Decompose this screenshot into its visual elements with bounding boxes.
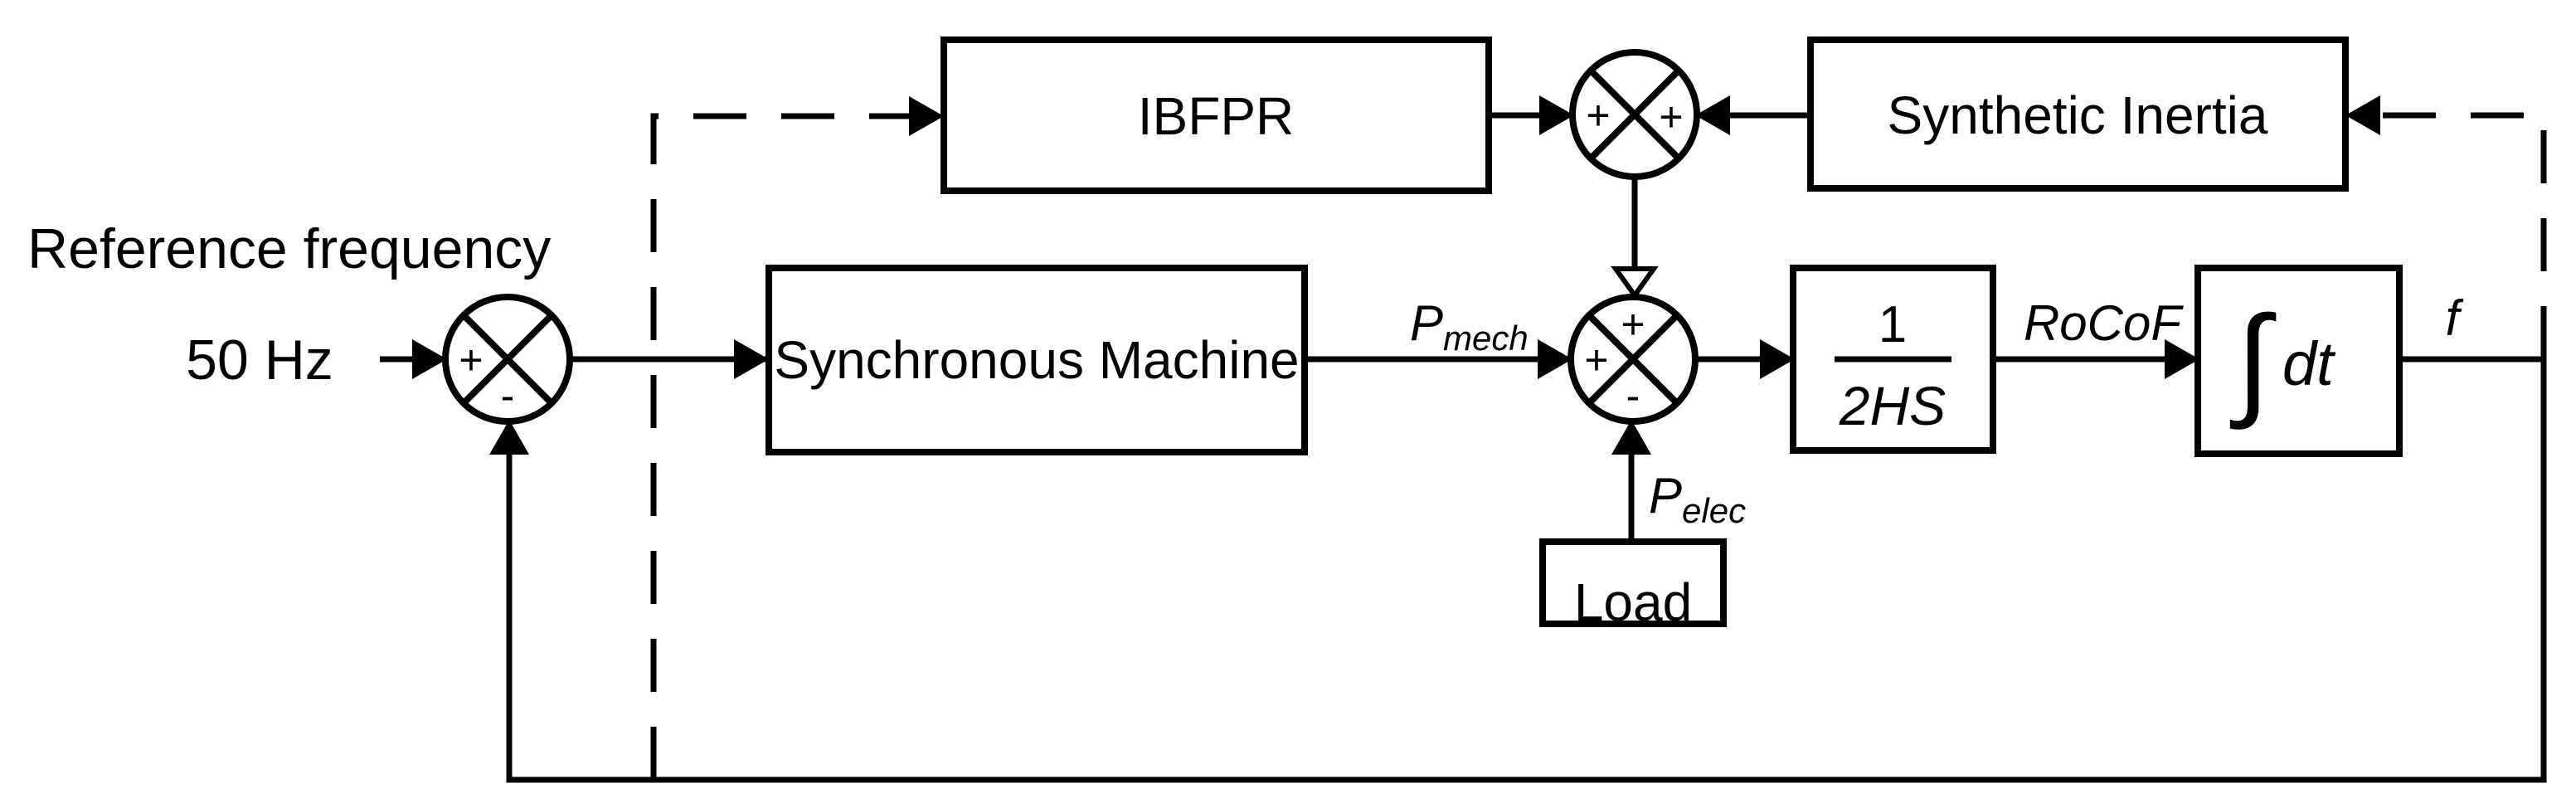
arrowhead-hollow-sum2-into-sum3-icon	[1611, 266, 1659, 300]
arrowhead-pmech-into-sum3-icon	[1538, 339, 1572, 379]
pelec-base: P	[1649, 468, 1682, 523]
arrowhead-into-sync-machine-icon	[734, 339, 769, 379]
synchronous-machine-block: Synchronous Machine	[766, 265, 1308, 455]
synchronous-machine-label: Synchronous Machine	[774, 330, 1299, 390]
integrator-block: ∫ dt	[2194, 265, 2403, 457]
arrowhead-into-sum1-icon	[412, 339, 447, 379]
inertia-gain-block: 1 2HS	[1790, 265, 1996, 454]
swing-sum-south-sign: -	[1626, 372, 1640, 419]
frequency-signal-label: f	[2446, 290, 2464, 346]
arrowhead-load-into-sum3-icon	[1611, 420, 1651, 455]
load-label: Load	[1574, 572, 1692, 632]
synthetic-inertia-block: Synthetic Inertia	[1807, 37, 2349, 192]
reserve-sum-west-sign: +	[1586, 92, 1610, 139]
arrowhead-into-gain-icon	[1760, 339, 1795, 379]
reference-sum-cross-icon	[461, 313, 554, 406]
arrowhead-dashed-into-synthetic-inertia-icon	[2345, 95, 2380, 135]
integrator-operand: dt	[2282, 329, 2336, 398]
arrowhead-dashed-into-ibfpr-icon	[909, 96, 944, 136]
wire-dashed-feedback-to-ibfpr	[650, 113, 914, 780]
arrowhead-ibfpr-into-sum2-icon	[1539, 95, 1574, 135]
ibfpr-block: IBFPR	[940, 37, 1492, 194]
swing-sum-junction: + + -	[1567, 294, 1699, 425]
ibfpr-label: IBFPR	[1138, 86, 1294, 146]
wire-main-feedback	[506, 359, 2547, 783]
pmech-signal-label: Pmech	[1410, 295, 1529, 358]
arrowhead-feedback-into-sum1-icon	[489, 420, 529, 455]
swing-sum-west-sign: +	[1584, 337, 1608, 383]
arrowhead-into-integrator-icon	[2165, 339, 2199, 379]
inertia-gain-denominator: 2HS	[1839, 375, 1946, 436]
reserve-sum-junction: + +	[1569, 49, 1700, 180]
arrowhead-synthetic-inertia-into-sum2-icon	[1695, 95, 1730, 135]
load-box	[1539, 538, 1727, 627]
load-block: Load	[1539, 538, 1727, 632]
swing-sum-north-sign: +	[1621, 301, 1645, 348]
inertia-gain-numerator: 1	[1879, 296, 1907, 353]
integrator-integral-sign: ∫	[2229, 290, 2277, 430]
swing-sum-cross-icon	[1587, 313, 1679, 406]
reserve-sum-east-sign: +	[1659, 94, 1683, 140]
ibfpr-box	[940, 37, 1492, 194]
synthetic-inertia-label: Synthetic Inertia	[1888, 85, 2268, 145]
pmech-sub: mech	[1443, 319, 1529, 358]
integrator-box	[2194, 265, 2403, 457]
inertia-gain-box	[1790, 265, 1996, 454]
reference-sum-junction: + -	[442, 294, 573, 425]
reserve-sum-cross-icon	[1588, 68, 1681, 161]
reference-frequency-title: Reference frequency	[27, 217, 551, 280]
reference-sum-south-sign: -	[501, 372, 515, 419]
pmech-base: P	[1410, 295, 1443, 351]
pelec-sub: elec	[1682, 491, 1746, 530]
reference-sum-west-sign: +	[459, 337, 483, 383]
pelec-signal-label: Pelec	[1649, 468, 1746, 530]
synchronous-machine-box	[766, 265, 1308, 455]
rocof-signal-label: RoCoF	[2024, 295, 2184, 351]
synthetic-inertia-box	[1807, 37, 2349, 192]
wire-dashed-feedback-to-synthetic-inertia	[2377, 112, 2547, 359]
reference-value-label: 50 Hz	[186, 329, 333, 392]
